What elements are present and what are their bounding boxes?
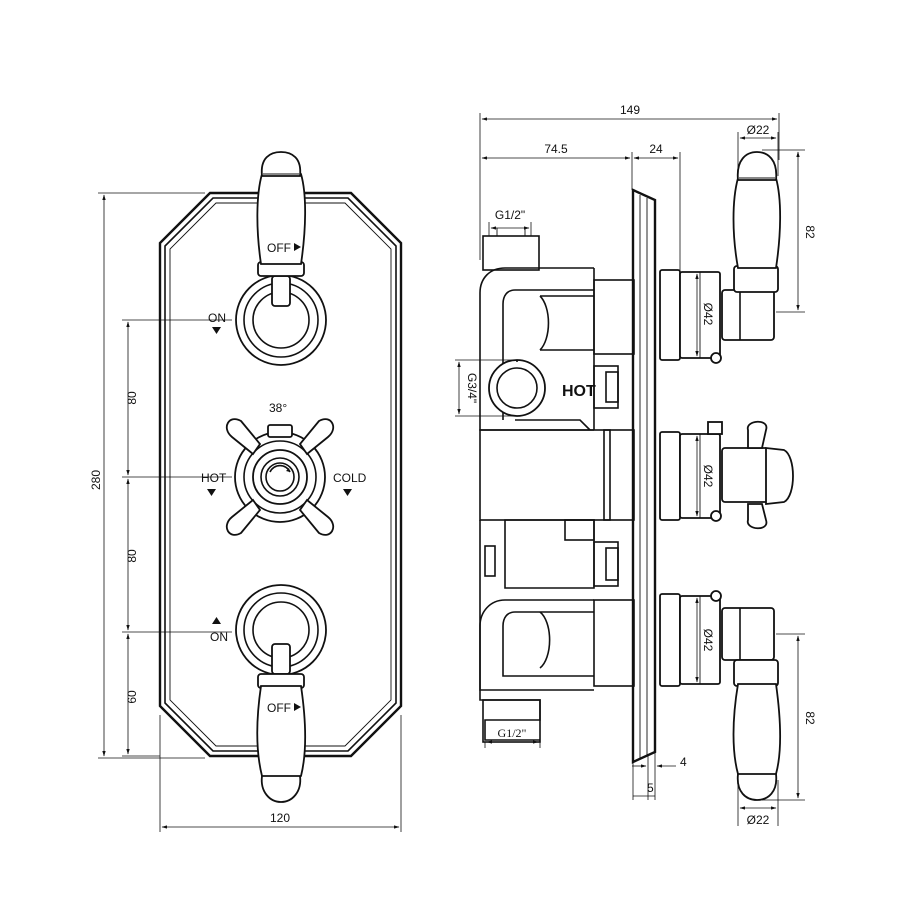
faceplate-outline: [158, 191, 403, 758]
front-dimensions: 280 80 80 60 120: [89, 192, 402, 832]
side-view: HOT 149 74.5 24 Ø22 82: [455, 103, 817, 827]
dim-dia22-top: Ø22: [747, 123, 770, 137]
dim-82-top: 82: [803, 225, 817, 239]
label-on-bottom: ON: [210, 630, 228, 644]
dim-dia42-mid: Ø42: [701, 465, 715, 488]
dim-80-lower: 80: [125, 549, 139, 563]
bottom-shroud: [659, 590, 782, 801]
dim-g34: G3/4": [465, 373, 479, 403]
valve-body: [479, 228, 635, 743]
wall-plate: [631, 188, 657, 764]
bottom-valve: [235, 584, 327, 803]
dim-120: 120: [270, 811, 290, 825]
dim-dia22-bottom: Ø22: [747, 813, 770, 827]
dim-g12-top: G1/2": [495, 208, 525, 222]
label-hot-side: HOT: [562, 383, 596, 400]
dim-5: 5: [647, 781, 654, 795]
top-valve: [235, 151, 327, 366]
dim-4: 4: [680, 755, 687, 769]
label-temp-38: 38°: [269, 401, 287, 415]
dim-149: 149: [620, 103, 640, 117]
dim-280: 280: [89, 470, 103, 490]
thermostatic-handle: [225, 418, 335, 536]
middle-shroud: [659, 420, 794, 530]
dim-g12-bottom: G1/2": [498, 726, 527, 740]
dim-60: 60: [125, 690, 139, 704]
dim-74-5: 74.5: [544, 142, 568, 156]
label-hot-front: HOT: [201, 471, 227, 485]
dim-dia42-top: Ø42: [701, 303, 715, 326]
label-cold-front: COLD: [333, 471, 367, 485]
side-dimensions: 149 74.5 24 Ø22 82 G1/2": [455, 103, 817, 827]
label-off-bottom: OFF: [267, 701, 291, 715]
dim-80-upper: 80: [125, 391, 139, 405]
top-shroud: [659, 151, 782, 364]
front-view: OFF ON 38° HOT COLD ON OFF 280 80: [89, 151, 403, 832]
label-on-top: ON: [208, 311, 226, 325]
dim-dia42-bottom: Ø42: [701, 629, 715, 652]
dim-24: 24: [649, 142, 663, 156]
label-off-top: OFF: [267, 241, 291, 255]
dim-82-bottom: 82: [803, 711, 817, 725]
